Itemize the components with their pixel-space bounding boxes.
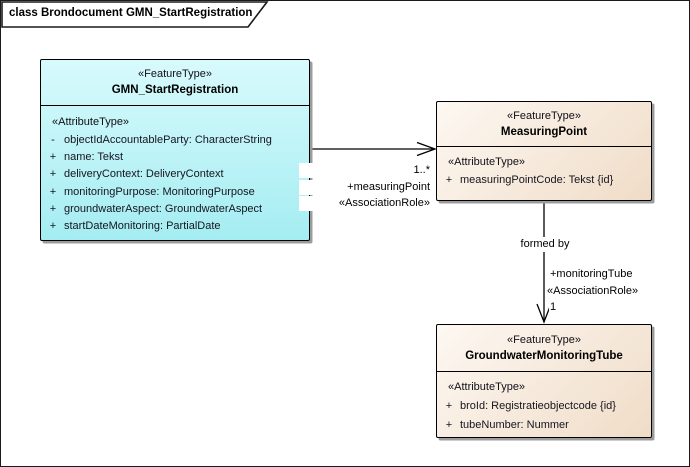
stereotype-label: «FeatureType» [507,109,581,122]
open-arrowhead-icon [536,303,552,324]
attribute-row: + monitoringPurpose: MonitoringPurpose [41,183,309,200]
visibility-marker: - [51,133,55,146]
attributes-compartment: «AttributeType» - objectIdAccountablePar… [41,106,309,235]
role-label: +monitoringTube [549,267,634,282]
compartment-label: «AttributeType» [448,381,526,393]
association-stereotype-label: «AssociationRole» [546,284,640,299]
attribute-row: + tubeNumber: Nummer [437,416,651,436]
attribute-text: groundwaterAspect: GroundwaterAspect [64,202,263,215]
class-name: GroundwaterMonitoringTube [465,349,623,362]
attribute-text: deliveryContext: DeliveryContext [64,168,224,181]
attribute-text: monitoringPurpose: MonitoringPurpose [64,185,255,198]
class-name: GMN_StartRegistration [111,84,239,96]
attributes-compartment: «AttributeType» + broId: Registratieobje… [437,372,651,435]
compartment-label: «AttributeType» [52,116,130,128]
attributes-compartment: «AttributeType» + measuringPointCode: Te… [437,147,651,188]
visibility-marker: + [49,150,57,163]
attribute-row: + groundwaterAspect: GroundwaterAspect [41,200,309,217]
attribute-text: measuringPointCode: Tekst {id} [460,173,614,186]
attribute-text: startDateMonitoring: PartialDate [64,220,221,233]
stereotype-label: «FeatureType» [507,333,581,346]
class-box-measuringpoint[interactable]: «FeatureType» MeasuringPoint «AttributeT… [436,101,652,201]
visibility-marker: + [49,220,57,233]
visibility-marker: + [49,168,57,181]
association-arrow-measuring-point[interactable] [310,141,437,157]
frame-tab [1,1,269,28]
visibility-marker: + [445,399,453,412]
open-arrowhead-icon [416,141,437,157]
attribute-row: + deliveryContext: DeliveryContext [41,166,309,183]
attribute-text: tubeNumber: Nummer [460,419,569,432]
visibility-marker: + [49,202,57,215]
association-stereotype-label: «AssociationRole» [299,196,431,211]
class-header: «FeatureType» GroundwaterMonitoringTube [437,325,651,372]
attribute-row: + measuringPointCode: Tekst {id} [437,171,651,188]
attribute-row: + name: Tekst [41,148,309,165]
association-arrow-monitoring-tube[interactable] [536,201,552,324]
class-header: «FeatureType» MeasuringPoint [437,102,651,147]
attribute-row: - objectIdAccountableParty: CharacterStr… [41,131,309,148]
multiplicity-label: 1 [549,300,558,315]
attribute-text: name: Tekst [64,150,124,163]
visibility-marker: + [445,419,453,432]
attribute-text: objectIdAccountableParty: CharacterStrin… [64,133,272,146]
attribute-row: + startDateMonitoring: PartialDate [41,217,309,234]
association-name-label: formed by [502,237,588,252]
class-box-gmn-startregistration[interactable]: «FeatureType» GMN_StartRegistration «Att… [40,59,310,241]
visibility-marker: + [445,173,453,186]
frame-title: class Brondocument GMN_StartRegistration [9,7,253,19]
class-header: «FeatureType» GMN_StartRegistration [41,60,309,106]
attribute-row: + broId: Registratieobjectcode {id} [437,396,651,416]
stereotype-label: «FeatureType» [138,68,212,80]
visibility-marker: + [49,185,57,198]
compartment-label: «AttributeType» [448,156,526,168]
attribute-text: broId: Registratieobjectcode {id} [460,399,616,412]
multiplicity-label: 1..* [299,163,431,178]
role-label: +measuringPoint [299,180,431,195]
class-box-groundwatermonitoringtube[interactable]: «FeatureType» GroundwaterMonitoringTube … [436,324,652,438]
class-name: MeasuringPoint [500,125,588,138]
